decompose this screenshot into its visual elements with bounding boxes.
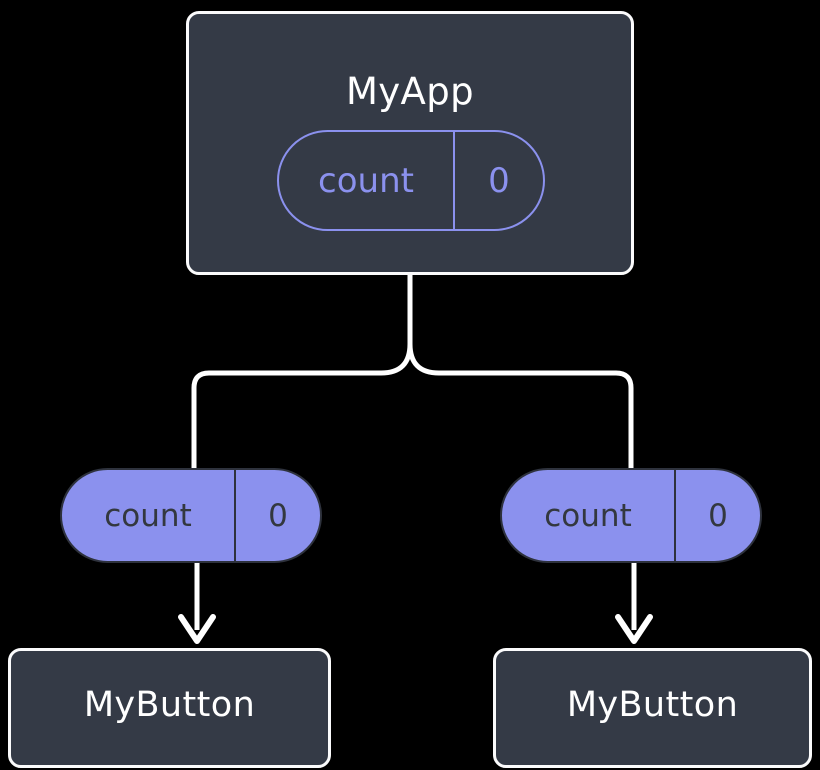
state-pill-child-right-value: 0 [674, 470, 760, 561]
component-title-mybutton-right: MyButton [566, 685, 739, 725]
component-title-mybutton-left: MyButton [83, 685, 256, 725]
state-pill-root-value: 0 [453, 132, 543, 229]
arrow-head-left-icon [178, 614, 216, 644]
state-pill-child-right[interactable]: count 0 [500, 468, 762, 563]
state-pill-root[interactable]: count 0 [277, 130, 545, 231]
state-pill-child-left-value: 0 [234, 470, 320, 561]
state-pill-child-left-key: count [104, 497, 192, 534]
component-node-mybutton-left[interactable]: MyButton [8, 648, 331, 768]
arrow-head-right-icon [615, 614, 653, 644]
state-pill-child-right-key: count [544, 497, 632, 534]
connector-root-to-child-right [407, 341, 634, 473]
component-title-myapp: MyApp [345, 70, 475, 113]
component-node-myapp[interactable]: MyApp [186, 11, 634, 275]
state-pill-root-key: count [318, 160, 414, 201]
component-node-mybutton-right[interactable]: MyButton [493, 648, 812, 768]
state-pill-child-left[interactable]: count 0 [60, 468, 322, 563]
connector-root-to-children [191, 272, 413, 473]
